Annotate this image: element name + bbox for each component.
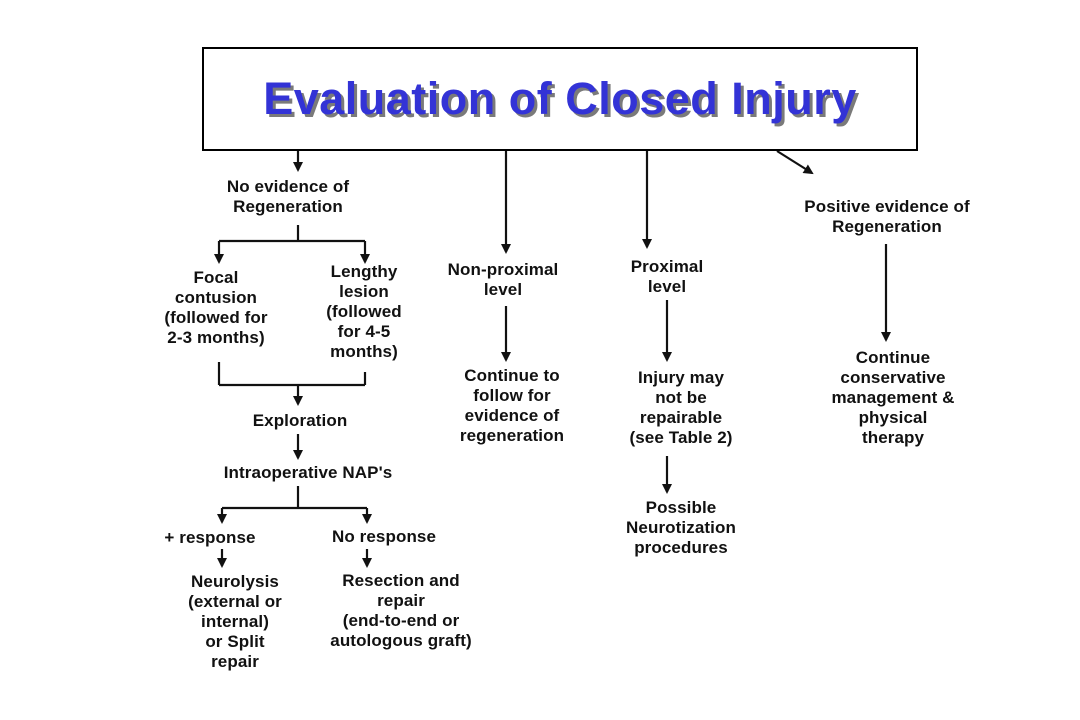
- node-neurolysis: Neurolysis (external or internal) or Spl…: [188, 572, 282, 671]
- node-no-evidence: No evidence of Regeneration: [226, 177, 350, 216]
- node-possible-neurotization: Possible Neurotization procedures: [626, 498, 736, 557]
- node-injury-may-not-be-repairable: Injury may not be repairable (see Table …: [629, 368, 733, 447]
- node-resection-and-repair: Resection and repair (end-to-end or auto…: [330, 571, 472, 650]
- arrow-to-positive-evidence: [776, 150, 814, 175]
- node-continue-to-follow: Continue to follow for evidence of regen…: [459, 366, 565, 445]
- node-lengthy-lesion: Lengthy lesion (followed for 4-5 months): [326, 262, 402, 361]
- page-title: Evaluation of Closed Injury: [263, 73, 857, 124]
- title-box: Evaluation of Closed Injury: [202, 47, 918, 151]
- node-no-response: No response: [331, 527, 437, 546]
- node-exploration: Exploration: [252, 411, 348, 430]
- node-non-proximal: Non-proximal level: [447, 260, 559, 299]
- node-plus-response: + response: [164, 528, 256, 547]
- node-positive-evidence: Positive evidence of Regeneration: [804, 197, 970, 236]
- node-proximal: Proximal level: [630, 257, 704, 296]
- node-intraoperative-naps: Intraoperative NAP's: [223, 463, 393, 482]
- node-focal-contusion: Focal contusion (followed for 2-3 months…: [164, 268, 268, 347]
- node-continue-conservative: Continue conservative management & physi…: [831, 348, 955, 447]
